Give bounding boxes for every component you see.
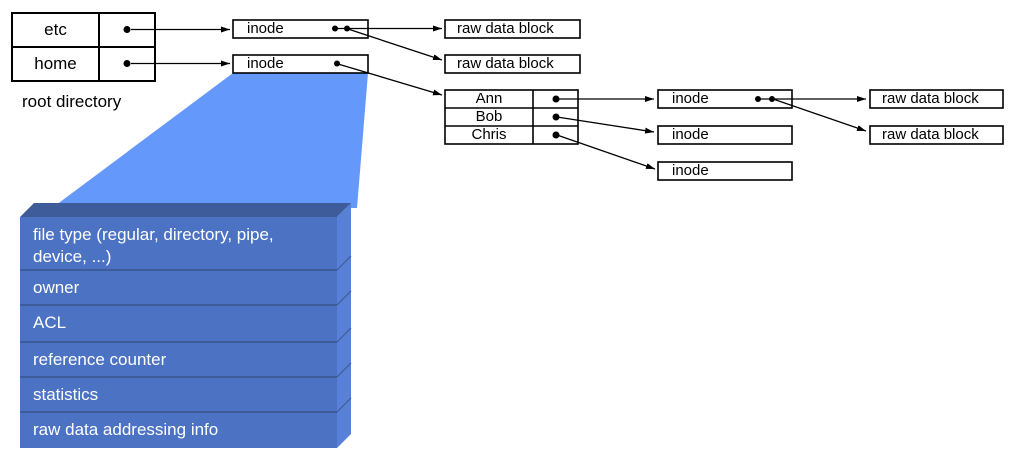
- inode-structure-top-face: [20, 203, 351, 217]
- root-directory-table: [11, 12, 156, 82]
- raw-data-block-4: [869, 125, 1004, 145]
- inode-label-bob: inode: [672, 126, 709, 143]
- inode-field-statistics: statistics: [33, 385, 99, 404]
- inode-box-bob: [657, 125, 793, 145]
- arrow-inode-home-to-dir-table: [337, 63, 443, 96]
- dir-table-entry-ann: Ann: [475, 90, 503, 107]
- etc-pointer-dot: [123, 26, 131, 33]
- inode-label-chris: inode: [672, 162, 709, 179]
- ann-pointer-dot: [552, 95, 560, 103]
- zoom-fan: [52, 73, 368, 208]
- arrow-inode-etc-to-raw2: [347, 28, 443, 61]
- root-directory-caption: root directory: [22, 92, 122, 111]
- inode-label-etc: inode: [247, 20, 284, 37]
- bob-pointer-dot: [552, 113, 560, 121]
- inode-home-dot: [334, 60, 340, 67]
- field-row-separators: [20, 269, 337, 413]
- raw-data-block-label-4: raw data block: [882, 126, 979, 143]
- inode-field-acl: ACL: [33, 313, 67, 332]
- inode-structure-front-face: [20, 217, 337, 448]
- inode-label-home: inode: [247, 55, 284, 72]
- dir-table-entry-bob: Bob: [475, 108, 503, 125]
- raw-data-block-3: [869, 89, 1004, 109]
- raw-data-block-label-2: raw data block: [457, 55, 554, 72]
- home-pointer-dot: [123, 60, 131, 67]
- arrow-bob-to-inode: [556, 116, 655, 134]
- root-table-entry-home: home: [34, 54, 77, 73]
- inode-field-raw-data-addressing: raw data addressing info: [33, 420, 219, 439]
- dir-table-entry-chris: Chris: [471, 126, 507, 143]
- inode-box-home: [232, 54, 369, 74]
- raw-data-block-label-1: raw data block: [457, 20, 554, 37]
- raw-data-block-2: [444, 54, 581, 74]
- side-face-separators: [336, 255, 352, 413]
- inode-field-owner: owner: [33, 278, 80, 297]
- inode-ann-dot-1: [755, 96, 761, 102]
- inode-label-ann: inode: [672, 90, 709, 107]
- arrow-inode-ann-to-raw4: [772, 98, 867, 132]
- root-table-entry-etc: etc: [44, 20, 67, 39]
- inode-field-reference-counter: reference counter: [33, 350, 167, 369]
- arrow-chris-to-inode: [556, 134, 656, 170]
- pointer-dots: [123, 25, 775, 139]
- inode-field-file-type: file type (regular, directory, pipe, dev…: [33, 225, 274, 266]
- inode-box-chris: [657, 161, 793, 181]
- chris-pointer-dot: [552, 131, 560, 139]
- pointer-arrows: [131, 25, 867, 170]
- raw-data-block-1: [444, 19, 581, 39]
- raw-data-block-label-3: raw data block: [882, 90, 979, 107]
- inode-structure-side-face: [337, 203, 351, 448]
